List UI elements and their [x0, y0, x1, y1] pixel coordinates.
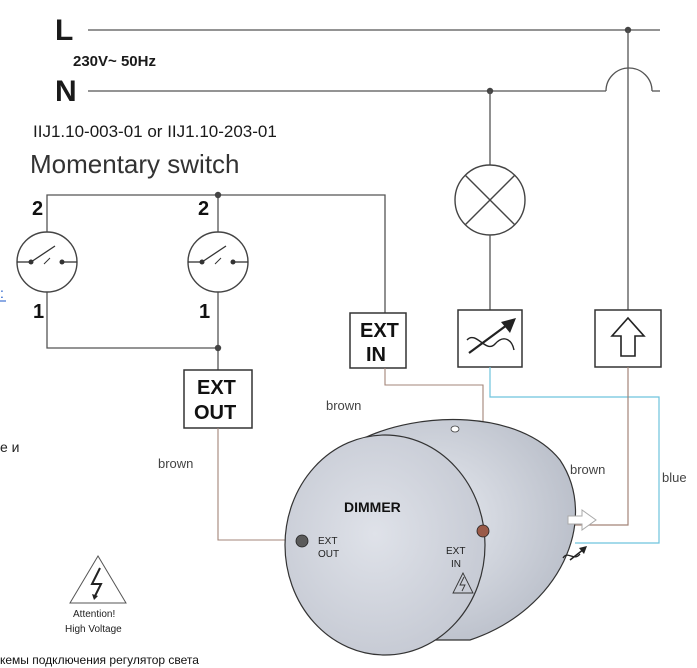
dimmer-ext-out-line1: EXT: [318, 536, 337, 547]
warning-line1: Attention!: [73, 609, 115, 620]
dimmer-body: [284, 418, 576, 656]
dimmer-warning-icon: [452, 571, 474, 594]
dimmer-ext-in-line1: EXT: [446, 546, 465, 557]
ext-out-box: [183, 369, 253, 429]
momentary-switch-2: [187, 231, 249, 293]
switch-bottom-wire: [46, 292, 218, 349]
ext-out-wire-label: brown: [158, 456, 193, 471]
dimmer-load-terminal-icon: [562, 546, 587, 561]
switch-type: Momentary switch: [30, 149, 240, 179]
ext-out-line2: OUT: [194, 402, 236, 424]
blue-wire: [489, 367, 660, 544]
junction-switch-bottom: [214, 344, 222, 352]
side-text-fragment: е и: [0, 439, 20, 455]
momentary-switch-1: [16, 231, 78, 293]
dimmer-label: DIMMER: [344, 499, 401, 515]
warning-line2: High Voltage: [65, 624, 122, 635]
ext-in-box: [349, 312, 407, 369]
switch1-pin1: 1: [33, 301, 44, 323]
line-n-label: N: [55, 75, 77, 108]
switch-model: IIJ1.10-003-01 or IIJ1.10-203-01: [33, 122, 277, 141]
dimmer-ext-out-terminal: [295, 534, 309, 548]
lamp-icon: [454, 164, 526, 236]
dimmer-ext-out-line2: OUT: [318, 549, 339, 560]
switch2-pin2: 2: [198, 198, 209, 220]
ext-in-line1: EXT: [360, 320, 399, 342]
switch1-pin2: 2: [32, 198, 43, 220]
ext-in-wire-label: brown: [326, 398, 361, 413]
switch2-pin1: 1: [199, 301, 210, 323]
dimmer-ext-in-terminal: [476, 524, 490, 538]
dimmer-ext-in-line2: IN: [451, 559, 461, 570]
side-link-fragment[interactable]: :: [0, 285, 4, 301]
right-brown-wire: [575, 367, 629, 526]
right-brown-wire-label: brown: [570, 462, 605, 477]
crossover-arc: [605, 67, 653, 92]
load-box: [457, 309, 523, 368]
voltage-label: 230V~ 50Hz: [73, 53, 156, 70]
line-l-label: L: [55, 14, 73, 47]
arrow-box: [594, 309, 662, 368]
caption-text: кемы подключения регулятор света: [0, 653, 199, 667]
ext-out-brown-wire: [217, 428, 300, 541]
ext-out-line1: EXT: [197, 377, 236, 399]
ext-in-line2: IN: [366, 344, 386, 366]
junction-switch-top: [214, 191, 222, 199]
high-voltage-warning-icon: [69, 555, 127, 604]
dimmer-arrow-terminal-icon: [567, 509, 597, 531]
blue-wire-label: blue: [662, 470, 687, 485]
